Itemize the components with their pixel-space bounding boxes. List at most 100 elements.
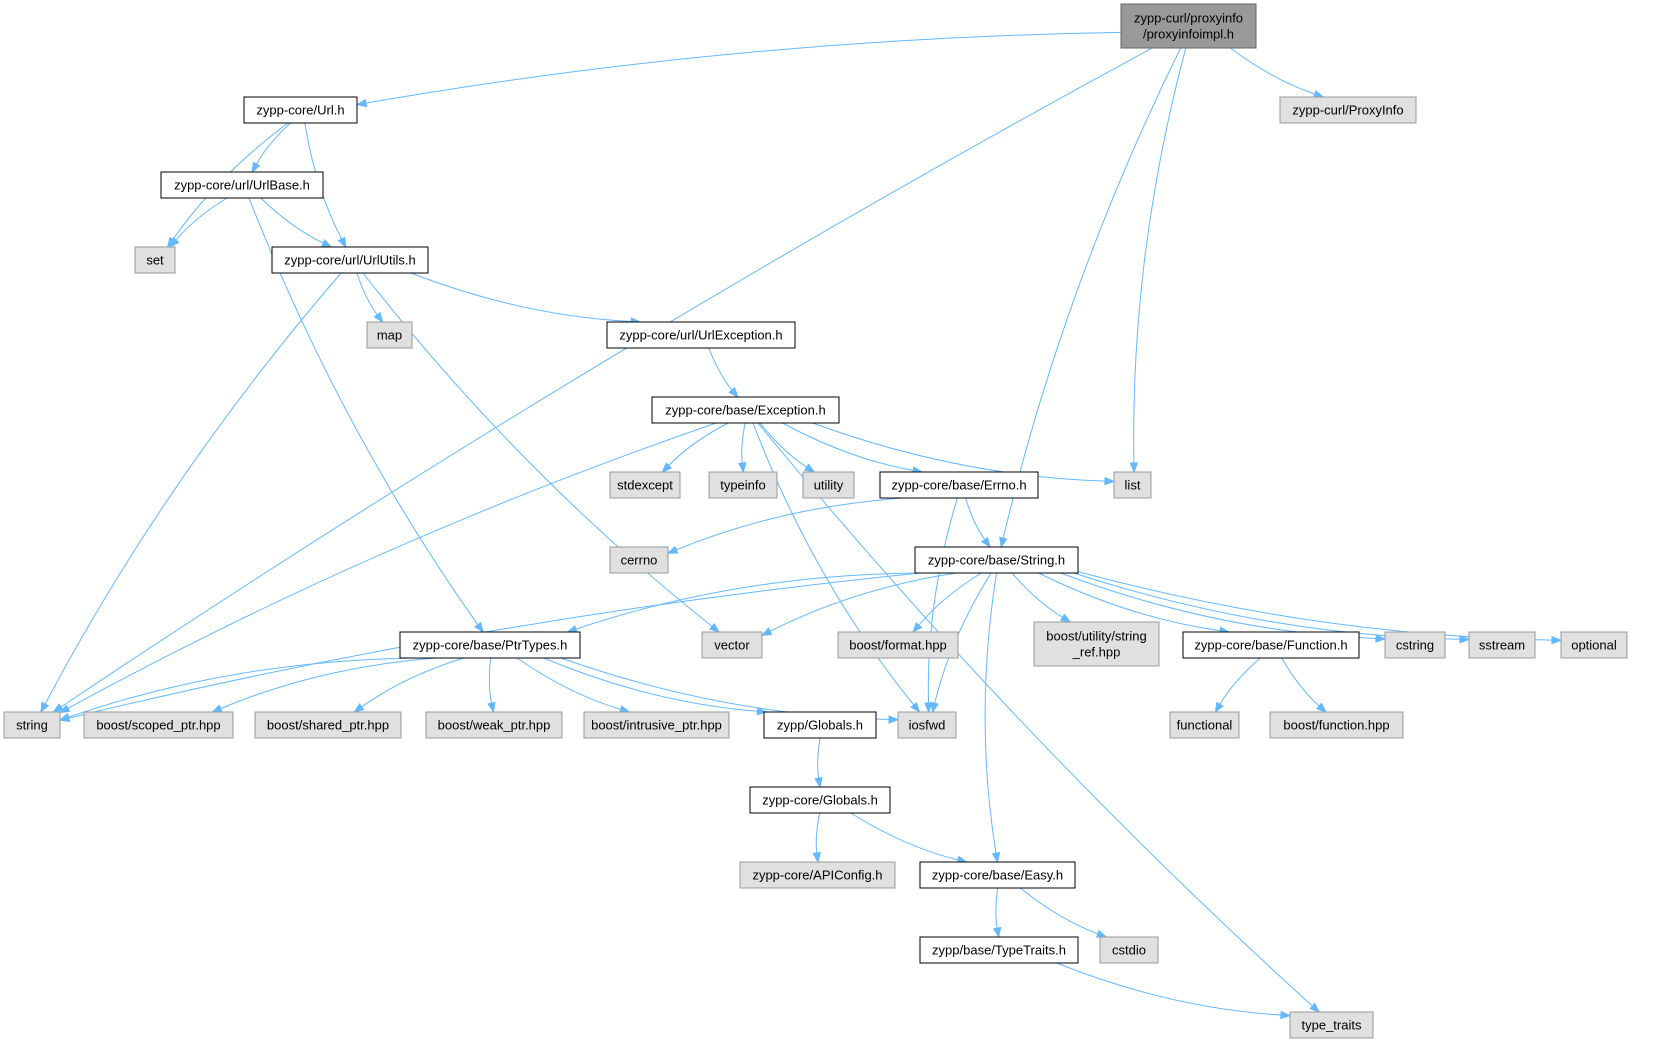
edge-arrowhead	[991, 851, 1001, 864]
edge-typetraits_h-to-type_traits	[1056, 962, 1292, 1020]
node-function_h[interactable]: zypp-core/base/Function.h	[1182, 631, 1360, 659]
edge-line	[68, 657, 416, 718]
edge-arrowhead	[814, 776, 823, 789]
edge-root-to-list	[1129, 47, 1187, 474]
edge-line	[175, 197, 228, 241]
edge-arrowhead	[666, 545, 679, 554]
node-urlutils[interactable]: zypp-core/url/UrlUtils.h	[271, 246, 429, 274]
node-box	[749, 786, 891, 814]
edge-ptrtypes-to-sharedptr	[353, 657, 464, 713]
node-list: list	[1113, 471, 1152, 499]
edge-easy-to-typetraits_h	[992, 887, 1002, 939]
node-string: string	[3, 711, 61, 739]
edge-line	[68, 572, 921, 719]
node-label: zypp-core/base/String.h	[928, 553, 1065, 568]
edge-root-to-string	[52, 47, 1153, 713]
edge-line	[220, 657, 437, 709]
node-label: boost/function.hpp	[1283, 718, 1389, 733]
edge-line	[1281, 657, 1320, 707]
node-label: boost/format.hpp	[849, 638, 947, 653]
node-label: /proxyinfoimpl.h	[1143, 27, 1234, 42]
node-label: zypp/base/TypeTraits.h	[932, 943, 1066, 958]
edge-arrowhead	[924, 702, 933, 714]
edge-urlutils-to-urlexception	[410, 272, 642, 326]
node-errno[interactable]: zypp-core/base/Errno.h	[879, 471, 1039, 499]
node-exception[interactable]: zypp-core/base/Exception.h	[651, 396, 840, 424]
node-box	[708, 471, 778, 499]
node-string_h[interactable]: zypp-core/base/String.h	[914, 546, 1079, 574]
node-apiconfig: zypp-core/APIConfig.h	[739, 861, 896, 889]
node-box	[701, 631, 763, 659]
edge-arrowhead	[1375, 634, 1387, 643]
node-box	[763, 711, 877, 739]
edge-arrowhead	[738, 462, 747, 474]
edge-root-to-url	[355, 31, 1122, 108]
edge-arrowhead	[981, 536, 991, 549]
edge-arrowhead	[1095, 929, 1108, 938]
node-box	[134, 246, 176, 274]
edge-line	[1230, 47, 1315, 95]
edge-ptrtypes-to-globals	[543, 657, 768, 716]
edge-exception-to-list	[812, 422, 1116, 486]
node-box	[160, 171, 324, 199]
edge-arrowhead	[992, 926, 1002, 939]
node-label: optional	[1571, 638, 1617, 653]
edge-arrowhead	[40, 701, 50, 714]
node-vector: vector	[701, 631, 763, 659]
edge-line	[560, 657, 890, 720]
edge-arrowhead	[337, 236, 347, 249]
edge-string_h-to-boostformat	[912, 572, 982, 634]
edge-arrowhead	[211, 704, 223, 713]
edge-exception-to-iosfwd	[752, 422, 921, 714]
edge-arrowhead	[353, 703, 365, 713]
edge-line	[741, 422, 746, 464]
edge-urlexception-to-exception	[708, 347, 739, 399]
edge-line	[1011, 572, 1063, 618]
edge-errno-to-iosfwd	[924, 497, 958, 714]
node-box	[1384, 631, 1446, 659]
node-label: zypp-curl/ProxyInfo	[1292, 103, 1403, 118]
node-label: stdexcept	[617, 478, 673, 493]
edge-line	[60, 47, 1153, 708]
edge-line	[757, 422, 1313, 1007]
edge-line	[995, 887, 999, 929]
node-easy[interactable]: zypp-core/base/Easy.h	[919, 861, 1076, 889]
node-box	[609, 546, 669, 574]
node-box	[739, 861, 896, 889]
edge-line	[984, 572, 997, 854]
node-urlexception[interactable]: zypp-core/url/UrlException.h	[606, 321, 796, 349]
edge-line	[817, 737, 821, 779]
edge-arrowhead	[1312, 89, 1325, 98]
edge-arrowhead	[812, 852, 821, 864]
node-box	[1099, 936, 1159, 964]
node-label: zypp-core/base/PtrTypes.h	[413, 638, 568, 653]
node-url[interactable]: zypp-core/Url.h	[243, 96, 358, 124]
node-box	[1279, 96, 1417, 124]
edge-arrowhead	[999, 536, 1008, 549]
node-sharedptr: boost/shared_ptr.hpp	[254, 711, 402, 739]
edge-arrowhead	[1309, 1002, 1321, 1013]
node-urlbase[interactable]: zypp-core/url/UrlBase.h	[160, 171, 324, 199]
node-weakptr: boost/weak_ptr.hpp	[425, 711, 563, 739]
edge-arrowhead	[355, 98, 368, 108]
node-label: typeinfo	[720, 478, 766, 493]
node-coreglobals[interactable]: zypp-core/Globals.h	[749, 786, 891, 814]
node-ptrtypes[interactable]: zypp-core/base/PtrTypes.h	[399, 631, 581, 659]
node-globals[interactable]: zypp/Globals.h	[763, 711, 877, 739]
node-box	[651, 396, 840, 424]
node-label: cerrno	[621, 553, 658, 568]
edge-line	[759, 422, 807, 468]
node-label: set	[146, 253, 164, 268]
node-label: zypp-curl/proxyinfo	[1134, 11, 1243, 26]
node-root[interactable]: zypp-curl/proxyinfo/proxyinfoimpl.h	[1120, 3, 1257, 49]
edge-arrowhead	[1214, 701, 1224, 714]
node-utility: utility	[802, 471, 855, 499]
edge-arrowhead	[251, 161, 261, 174]
node-typetraits_h[interactable]: zypp/base/TypeTraits.h	[919, 936, 1079, 964]
edge-arrowhead	[1551, 635, 1563, 645]
edge-url-to-urlbase	[251, 122, 291, 174]
node-label: map	[377, 328, 402, 343]
edge-line	[44, 272, 342, 705]
node-label: iosfwd	[909, 718, 946, 733]
edge-exception-to-errno	[782, 422, 924, 475]
